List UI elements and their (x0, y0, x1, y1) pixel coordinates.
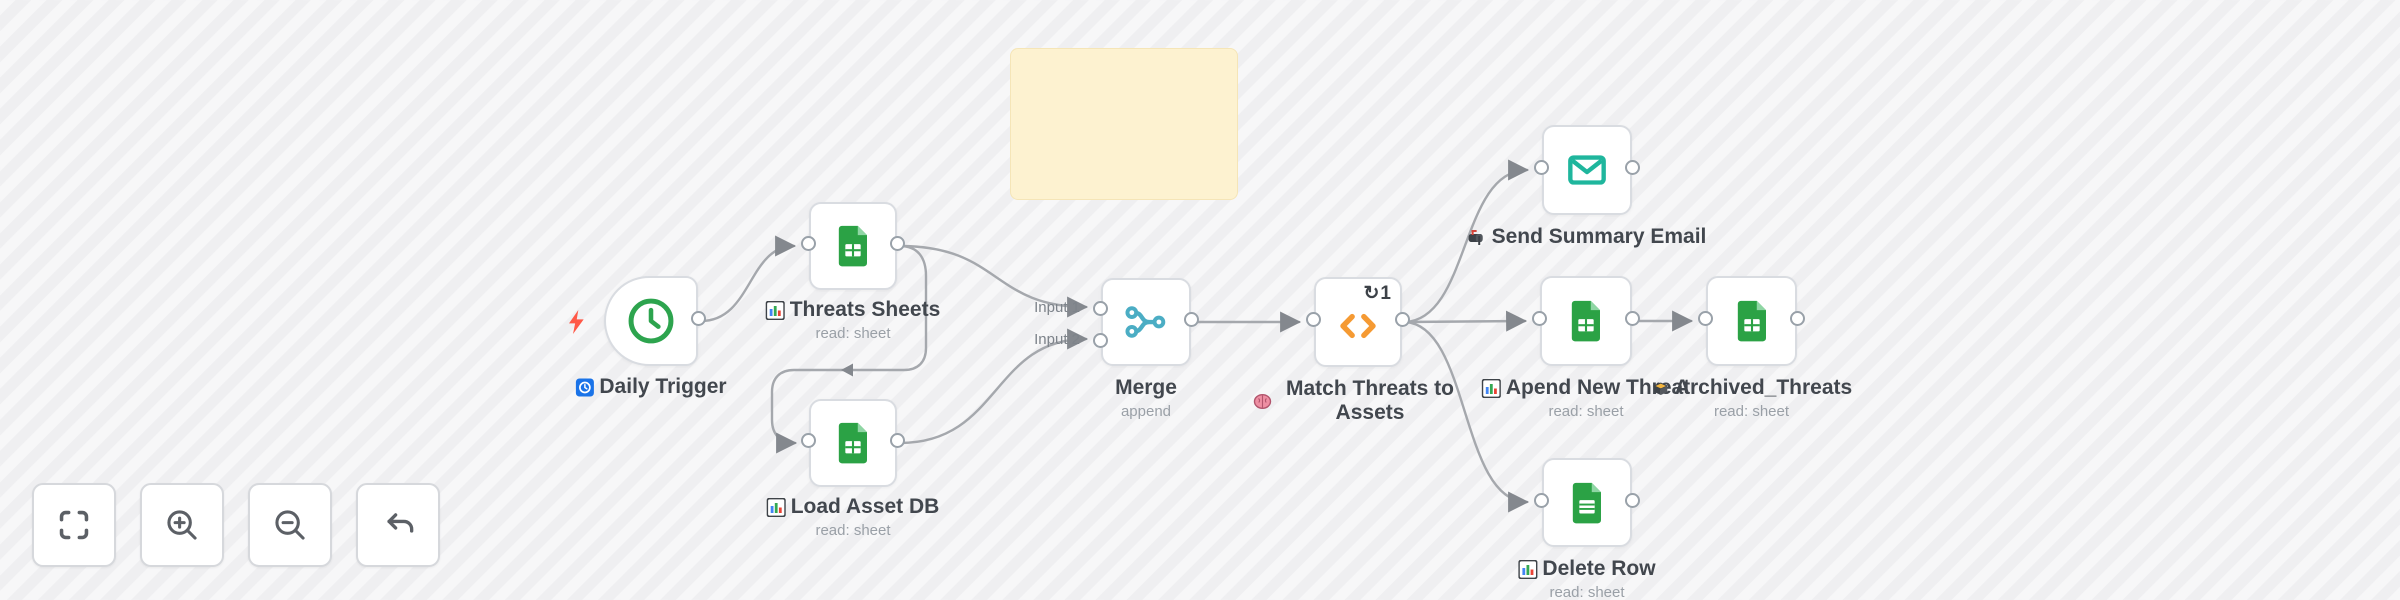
sheets-chart-icon (765, 300, 785, 320)
mid-arrow-left (841, 363, 853, 377)
execute-bolt-icon[interactable] (568, 310, 586, 334)
connection-threats-merge1 (898, 244, 1089, 318)
node-label: Apend New Threat (1505, 376, 1691, 399)
input-port[interactable] (1532, 311, 1547, 326)
output-port[interactable] (1790, 311, 1805, 326)
output-port[interactable] (1625, 492, 1640, 508)
connection-trigger-threats (699, 235, 797, 323)
output-port[interactable] (1395, 312, 1410, 327)
node-apend-new-threat[interactable]: Apend New Threat read: sheet (1481, 276, 1690, 420)
output-port[interactable] (1625, 311, 1640, 326)
connection-loadasset-merge2 (898, 328, 1089, 445)
canvas-controls (32, 483, 440, 567)
node-send-summary-email[interactable]: Send Summary Email (1468, 125, 1706, 248)
sheets-chart-icon (766, 497, 786, 517)
merge-input1-label: Input 1 (1034, 299, 1080, 316)
google-sheets-icon (838, 225, 867, 267)
google-sheets-icon (1737, 300, 1766, 342)
output-port[interactable] (1625, 160, 1640, 175)
merge-icon (1125, 306, 1166, 338)
output-port[interactable] (1184, 312, 1199, 327)
zoom-in-button[interactable] (140, 483, 224, 567)
merge-input2-label: Input 2 (1034, 331, 1080, 348)
node-sublabel: read: sheet (1548, 403, 1624, 421)
node-sublabel: append (1120, 403, 1172, 421)
connection-match-delete (1403, 320, 1530, 513)
node-merge[interactable]: Merge append (1093, 278, 1199, 420)
output-port[interactable] (890, 433, 905, 448)
input-port[interactable] (1698, 311, 1713, 326)
google-sheets-icon (1571, 300, 1600, 342)
run-count-badge: ↻1 (1364, 284, 1392, 303)
loop-icon: ↻ (1363, 283, 1380, 304)
google-sheets-icon (1572, 482, 1601, 523)
archive-box-icon (1652, 382, 1668, 395)
mailbox-icon (1468, 229, 1483, 245)
google-sheets-icon (838, 422, 867, 464)
node-load-asset-db[interactable]: Load Asset DB read: sheet (766, 399, 939, 539)
node-label: Load Asset DB (790, 495, 940, 518)
node-threats-sheets[interactable]: Threats Sheets read: sheet (765, 202, 940, 342)
node-label: Threats Sheets (789, 298, 941, 321)
fit-view-icon (59, 510, 89, 540)
node-sublabel: read: sheet (815, 522, 891, 540)
undo-icon (387, 513, 414, 533)
node-sublabel: read: sheet (815, 325, 891, 343)
node-delete-row[interactable]: Delete Row read: sheet (1518, 458, 1656, 600)
fit-view-button[interactable] (32, 483, 116, 567)
input-port-1[interactable] (1093, 301, 1108, 316)
zoom-in-icon (167, 510, 197, 540)
node-daily-trigger[interactable]: Daily Trigger (575, 276, 727, 398)
connection-match-apend (1403, 310, 1528, 332)
input-port[interactable] (1534, 492, 1549, 508)
node-label: Match Threats to Assets (1285, 377, 1455, 425)
node-label: Send Summary Email (1491, 225, 1707, 248)
input-port[interactable] (1534, 160, 1549, 175)
email-icon (1568, 155, 1606, 185)
input-port-2[interactable] (1093, 333, 1108, 348)
sticky-note[interactable] (1010, 48, 1238, 200)
sheets-chart-icon (1518, 559, 1538, 579)
brain-icon (1253, 393, 1272, 409)
input-port[interactable] (801, 433, 816, 448)
connection-threats-loadasset (770, 244, 928, 454)
node-archived-threats[interactable]: Archived_Threats read: sheet (1652, 276, 1852, 420)
undo-button[interactable] (356, 483, 440, 567)
node-label: Merge (1115, 376, 1177, 399)
node-label: Archived_Threats (1674, 376, 1853, 399)
schedule-icon (575, 378, 594, 397)
output-port[interactable] (890, 236, 905, 251)
node-label: Daily Trigger (599, 375, 727, 398)
input-port[interactable] (801, 236, 816, 251)
code-icon (1340, 313, 1376, 339)
input-port[interactable] (1306, 312, 1321, 327)
output-port[interactable] (691, 311, 706, 326)
node-match-threats[interactable]: ↻1 Match Threats to Assets (1253, 277, 1454, 424)
node-sublabel: read: sheet (1549, 584, 1625, 600)
node-label: Delete Row (1542, 557, 1656, 580)
run-count: 1 (1380, 283, 1391, 304)
clock-icon (628, 298, 674, 344)
zoom-out-icon (275, 510, 305, 540)
connection-match-email (1403, 159, 1530, 324)
zoom-out-button[interactable] (248, 483, 332, 567)
sheets-chart-icon (1481, 378, 1501, 398)
node-sublabel: read: sheet (1713, 403, 1790, 421)
